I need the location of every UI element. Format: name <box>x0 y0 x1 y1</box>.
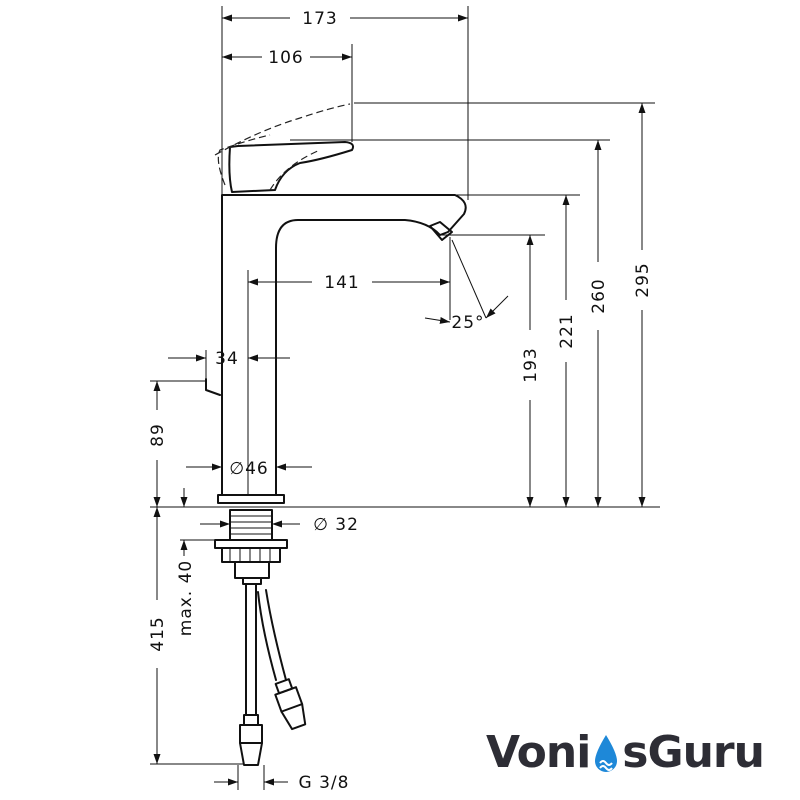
dim-body-diameter: ∅46 <box>229 459 268 479</box>
dim-shank-diameter: ∅ 32 <box>313 515 359 535</box>
dimension-labels: 173 106 141 25° 34 ∅46 ∅ 32 89 415 max. … <box>148 9 653 793</box>
dim-lever-open-height: 295 <box>633 262 653 297</box>
dim-overall-reach: 173 <box>302 9 337 29</box>
dim-aerator-angle: 25° <box>451 313 484 333</box>
extension-lines <box>150 6 655 790</box>
brand-logo: Voni sGuru <box>486 722 765 782</box>
dim-spout-outlet-height: 193 <box>521 347 541 382</box>
dim-spout-reach: 141 <box>324 273 359 293</box>
dimension-lines <box>153 14 646 786</box>
dim-lever-reach: 106 <box>268 48 303 68</box>
brand-name-left: Voni <box>486 726 591 778</box>
water-drop-icon <box>591 733 621 777</box>
dim-popup-height: 89 <box>148 423 168 447</box>
dim-hose-thread: G 3/8 <box>299 773 350 793</box>
dim-spout-top-height: 221 <box>557 313 577 348</box>
dim-below-deck: 415 <box>148 616 168 651</box>
dim-handle-height: 260 <box>589 278 609 313</box>
faucet-body <box>150 103 660 766</box>
dim-lever-offset: 34 <box>215 349 239 369</box>
brand-name-right: sGuru <box>622 726 765 778</box>
dim-max-deck-thickness: max. 40 <box>176 560 196 636</box>
